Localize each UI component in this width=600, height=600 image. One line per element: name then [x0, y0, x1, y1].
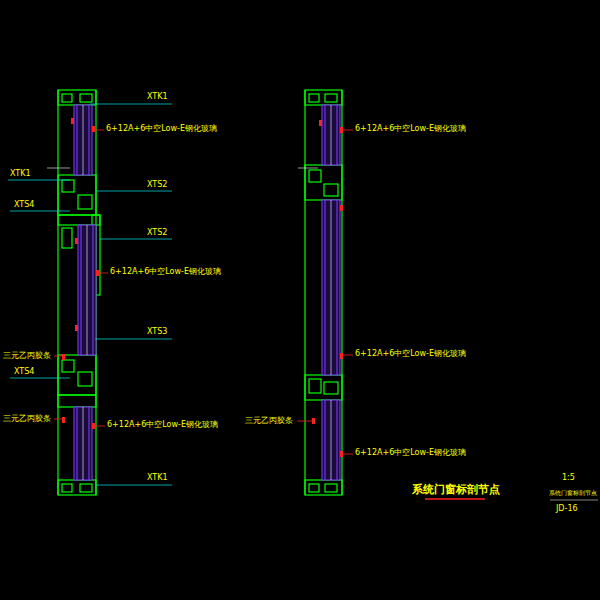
part-label: XTS2 — [147, 229, 167, 237]
part-label: 1:5 — [562, 474, 575, 482]
part-label: JD-16 — [556, 505, 578, 513]
part-label: 6+12A+6中空Low-E钢化玻璃 — [355, 350, 466, 358]
part-label: XTK1 — [10, 170, 31, 178]
part-label: 6+12A+6中空Low-E钢化玻璃 — [107, 421, 218, 429]
part-label: XTS2 — [147, 181, 167, 189]
part-label: XTS4 — [14, 368, 34, 376]
part-label: XTS3 — [147, 328, 167, 336]
part-label: XTK1 — [147, 474, 168, 482]
part-label: 6+12A+6中空Low-E钢化玻璃 — [355, 449, 466, 457]
part-label: 系统门窗标剖节点 — [549, 490, 597, 496]
part-label: 三元乙丙胶条 — [3, 415, 51, 423]
drawing-title: 系统门窗标剖节点 — [412, 484, 500, 495]
part-label: XTS4 — [14, 201, 34, 209]
part-label: 6+12A+6中空Low-E钢化玻璃 — [110, 268, 221, 276]
part-label: XTK1 — [147, 93, 168, 101]
part-label: 三元乙丙胶条 — [245, 417, 293, 425]
part-label: 三元乙丙胶条 — [3, 352, 51, 360]
part-label: 6+12A+6中空Low-E钢化玻璃 — [355, 125, 466, 133]
part-label: 6+12A+6中空Low-E钢化玻璃 — [106, 125, 217, 133]
